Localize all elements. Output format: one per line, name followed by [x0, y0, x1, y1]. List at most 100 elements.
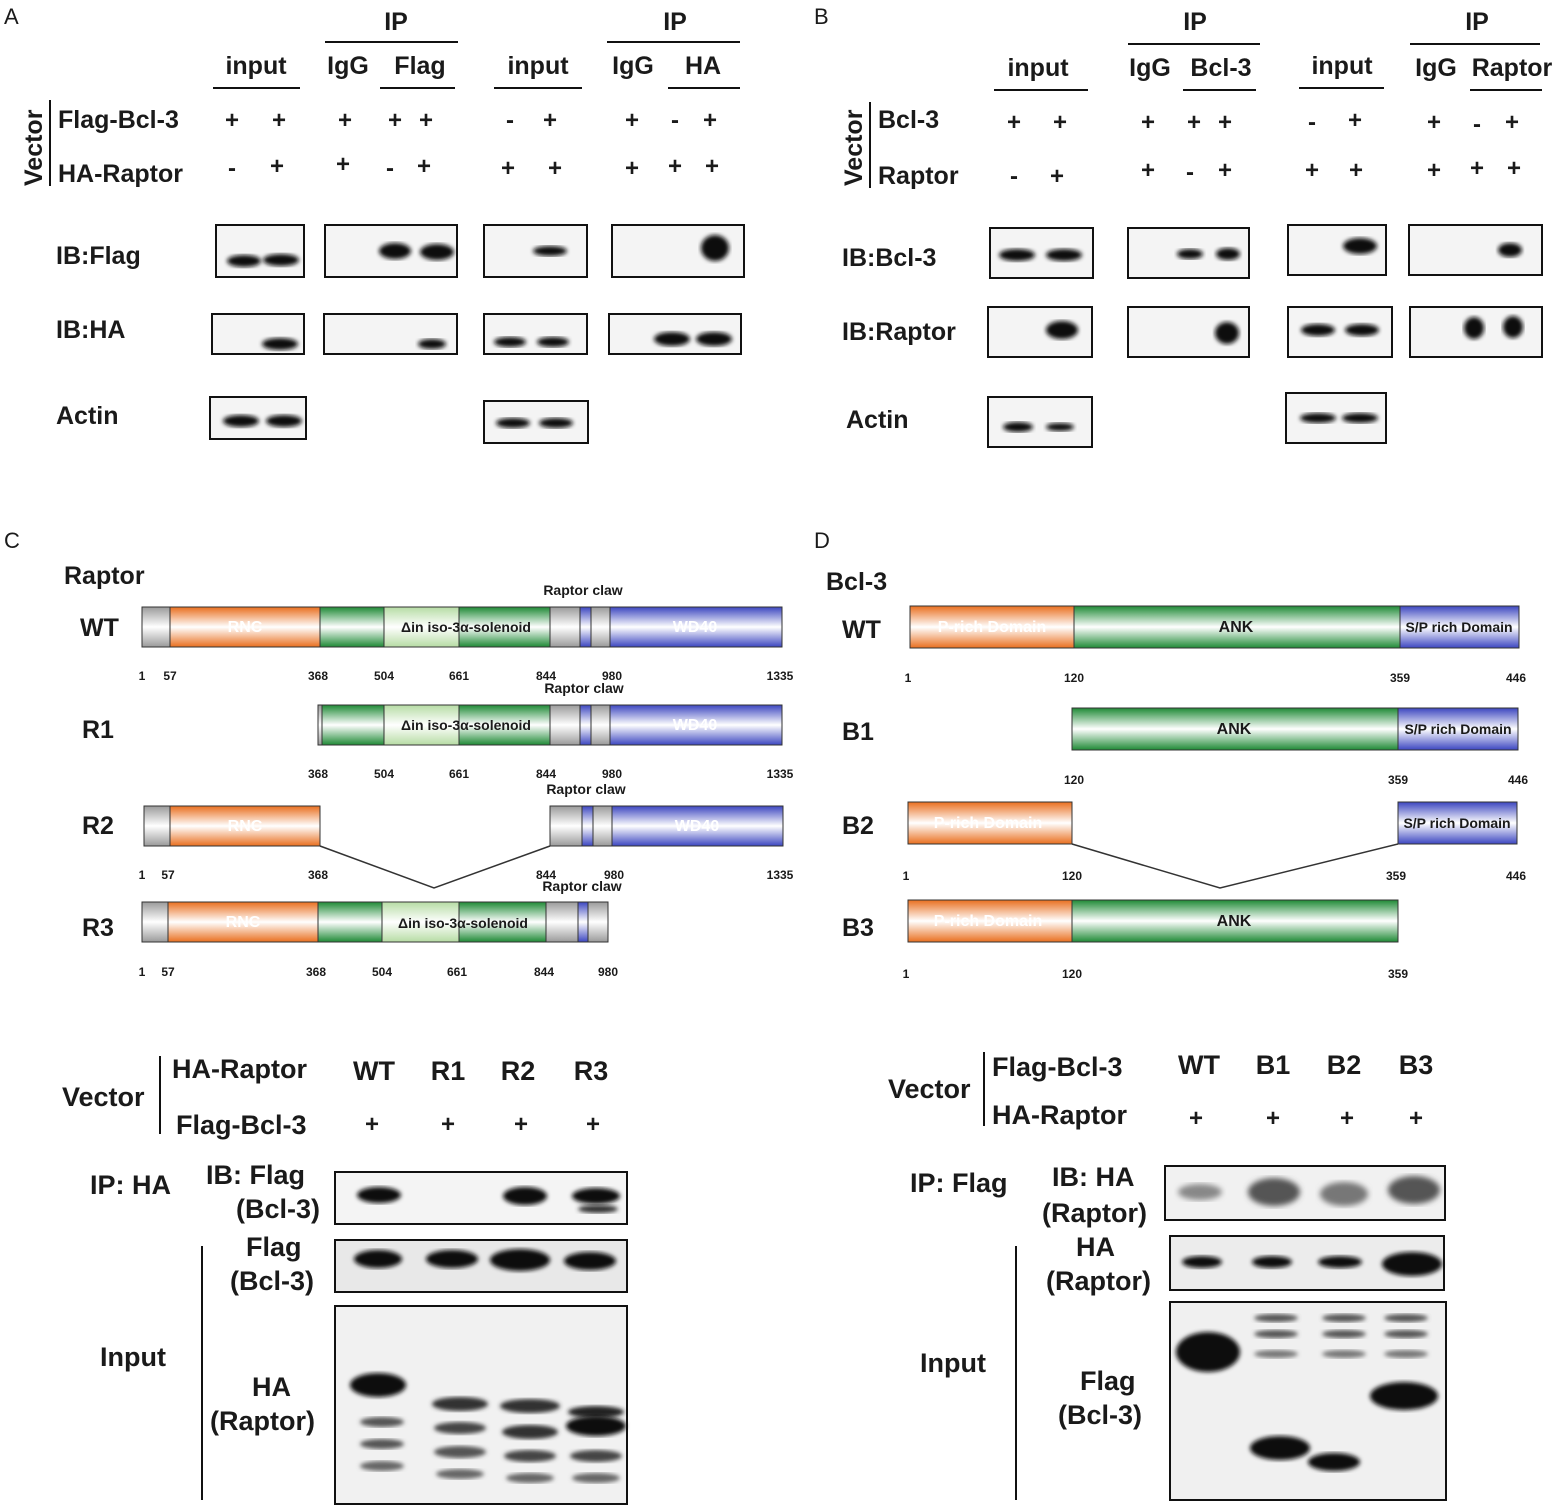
signs-a-row1: + + + + + - + + - +: [225, 107, 717, 134]
svg-text:+: +: [417, 153, 431, 180]
svg-text:446: 446: [1506, 671, 1526, 685]
blot-label-a1: IB:Flag: [56, 242, 141, 270]
dom-rnc-wt: RNC: [228, 619, 263, 636]
vector-label-d: Vector: [888, 1074, 971, 1104]
blot-b-actin: [987, 392, 1387, 448]
svg-text:+: +: [703, 107, 717, 134]
lanes-c: WT R1 R2 R3: [353, 1056, 608, 1086]
svg-text:57: 57: [161, 868, 175, 882]
svg-text:1: 1: [903, 967, 910, 981]
panel-letter-a: A: [4, 4, 19, 29]
ip-label-d: IP: Flag: [910, 1168, 1008, 1198]
dom-wd40-wt: WD40: [673, 619, 718, 636]
svg-text:1: 1: [139, 669, 146, 683]
blot2-label-d: HA: [1076, 1232, 1115, 1262]
ticks-d-b1: 120 359 446: [1064, 773, 1528, 787]
svg-text:+: +: [270, 153, 284, 180]
group-ha-a: HA: [685, 52, 721, 80]
svg-text:+: +: [1348, 107, 1362, 134]
svg-text:120: 120: [1064, 671, 1084, 685]
dom-wd40-r1: WD40: [673, 717, 718, 734]
domain-bar-c-r1: [317, 704, 783, 746]
protein-title-c: Raptor: [64, 562, 145, 590]
blot-label-b3: Actin: [846, 406, 909, 434]
dom-prich-b2: P-rich Domain: [934, 815, 1042, 832]
row-label-c1: HA-Raptor: [172, 1054, 307, 1084]
group-igg-b2: IgG: [1415, 54, 1457, 82]
blot-c-inputflag: [334, 1239, 628, 1293]
blot-a-flag: [215, 224, 745, 278]
svg-text:R1: R1: [431, 1056, 466, 1086]
svg-text:1335: 1335: [767, 868, 794, 882]
svg-text:+: +: [338, 107, 352, 134]
row-label-b1: Bcl-3: [878, 106, 939, 134]
svg-text:368: 368: [308, 868, 328, 882]
svg-text:+: +: [543, 107, 557, 134]
row-label-a1: Flag-Bcl-3: [58, 106, 179, 134]
panel-c: C Raptor WT RNC Δin iso-3α-solenoid Rapt…: [4, 528, 794, 1505]
svg-text:504: 504: [374, 767, 394, 781]
domain-bar-c-wt: [141, 606, 783, 648]
svg-text:+: +: [336, 151, 350, 178]
group-igg-b1: IgG: [1129, 54, 1171, 82]
svg-text:+: +: [548, 155, 562, 182]
panel-letter-c: C: [4, 528, 20, 553]
domain-bar-d-b2: [907, 801, 1518, 889]
svg-text:120: 120: [1062, 869, 1082, 883]
blot-d-ipha: [1164, 1165, 1446, 1221]
svg-text:980: 980: [602, 669, 622, 683]
svg-text:-: -: [506, 107, 514, 134]
svg-text:57: 57: [163, 669, 177, 683]
svg-text:-: -: [386, 155, 394, 182]
lanes-d: WT B1 B2 B3: [1178, 1050, 1433, 1080]
blot-label-a2: IB:HA: [56, 316, 125, 344]
dom-rnc-r2: RNC: [228, 818, 263, 835]
svg-text:+: +: [365, 1111, 379, 1138]
svg-text:+: +: [419, 107, 433, 134]
protein-title-d: Bcl-3: [826, 568, 887, 596]
blot1-label-c: IB: Flag: [206, 1160, 305, 1190]
svg-text:+: +: [1218, 157, 1232, 184]
svg-text:+: +: [1427, 157, 1441, 184]
construct-d-b3: B3: [842, 914, 874, 942]
svg-text:57: 57: [161, 965, 175, 979]
blot2-sub-c: (Bcl-3): [230, 1266, 314, 1296]
svg-text:+: +: [1266, 1105, 1280, 1132]
svg-text:-: -: [671, 107, 679, 134]
row-label-d2: HA-Raptor: [992, 1100, 1127, 1130]
construct-c-r2: R2: [82, 812, 114, 840]
svg-text:R2: R2: [501, 1056, 536, 1086]
input-label-c: Input: [100, 1342, 166, 1372]
signs-a-row2: - + + - + + + + + +: [228, 151, 719, 182]
svg-text:+: +: [1427, 109, 1441, 136]
svg-text:+: +: [1218, 109, 1232, 136]
svg-text:+: +: [225, 107, 239, 134]
svg-text:1335: 1335: [767, 669, 794, 683]
construct-c-r3: R3: [82, 914, 114, 942]
svg-text:661: 661: [449, 767, 469, 781]
svg-text:504: 504: [374, 669, 394, 683]
ticks-c-wt: 1 57 368 504 661 844 980 1335: [139, 669, 794, 683]
dom-prich-wt: P-rich Domain: [938, 619, 1046, 636]
group-bcl3-b: Bcl-3: [1190, 54, 1251, 82]
vector-label-c: Vector: [62, 1082, 145, 1112]
ticks-d-wt: 1 120 359 446: [905, 671, 1527, 685]
svg-text:359: 359: [1386, 869, 1406, 883]
dom-claw-r2: Raptor claw: [546, 781, 625, 797]
construct-c-wt: WT: [80, 614, 119, 642]
blot-c-inputha: [334, 1305, 628, 1505]
svg-text:120: 120: [1062, 967, 1082, 981]
ticks-d-b3: 1 120 359: [903, 967, 1409, 981]
svg-text:B2: B2: [1327, 1050, 1362, 1080]
input-label-d: Input: [920, 1348, 986, 1378]
svg-text:+: +: [1141, 157, 1155, 184]
svg-text:B1: B1: [1256, 1050, 1291, 1080]
row-label-c2: Flag-Bcl-3: [176, 1110, 307, 1140]
blot1-label-d: IB: HA: [1052, 1162, 1135, 1192]
svg-text:WT: WT: [353, 1056, 395, 1086]
blot-b-raptor: [987, 306, 1543, 358]
construct-d-wt: WT: [842, 616, 881, 644]
svg-text:-: -: [1010, 163, 1018, 190]
ip-label-a2: IP: [663, 8, 687, 36]
domain-bar-d-b1: [1071, 707, 1519, 751]
